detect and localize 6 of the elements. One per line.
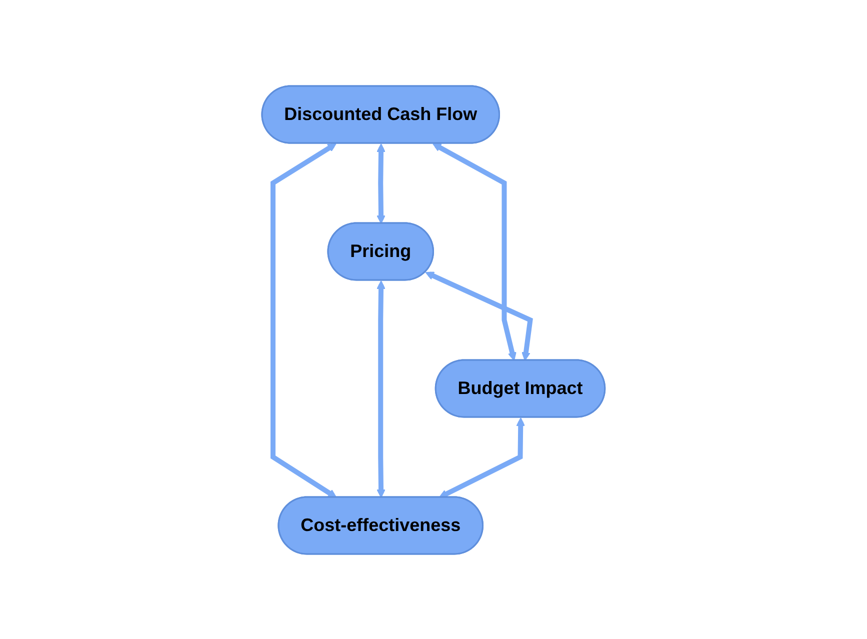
arrow xyxy=(432,142,517,360)
arrow xyxy=(376,143,386,224)
arrow xyxy=(438,417,526,498)
arrow xyxy=(270,142,337,498)
arrow xyxy=(376,280,386,498)
arrow xyxy=(425,271,534,360)
